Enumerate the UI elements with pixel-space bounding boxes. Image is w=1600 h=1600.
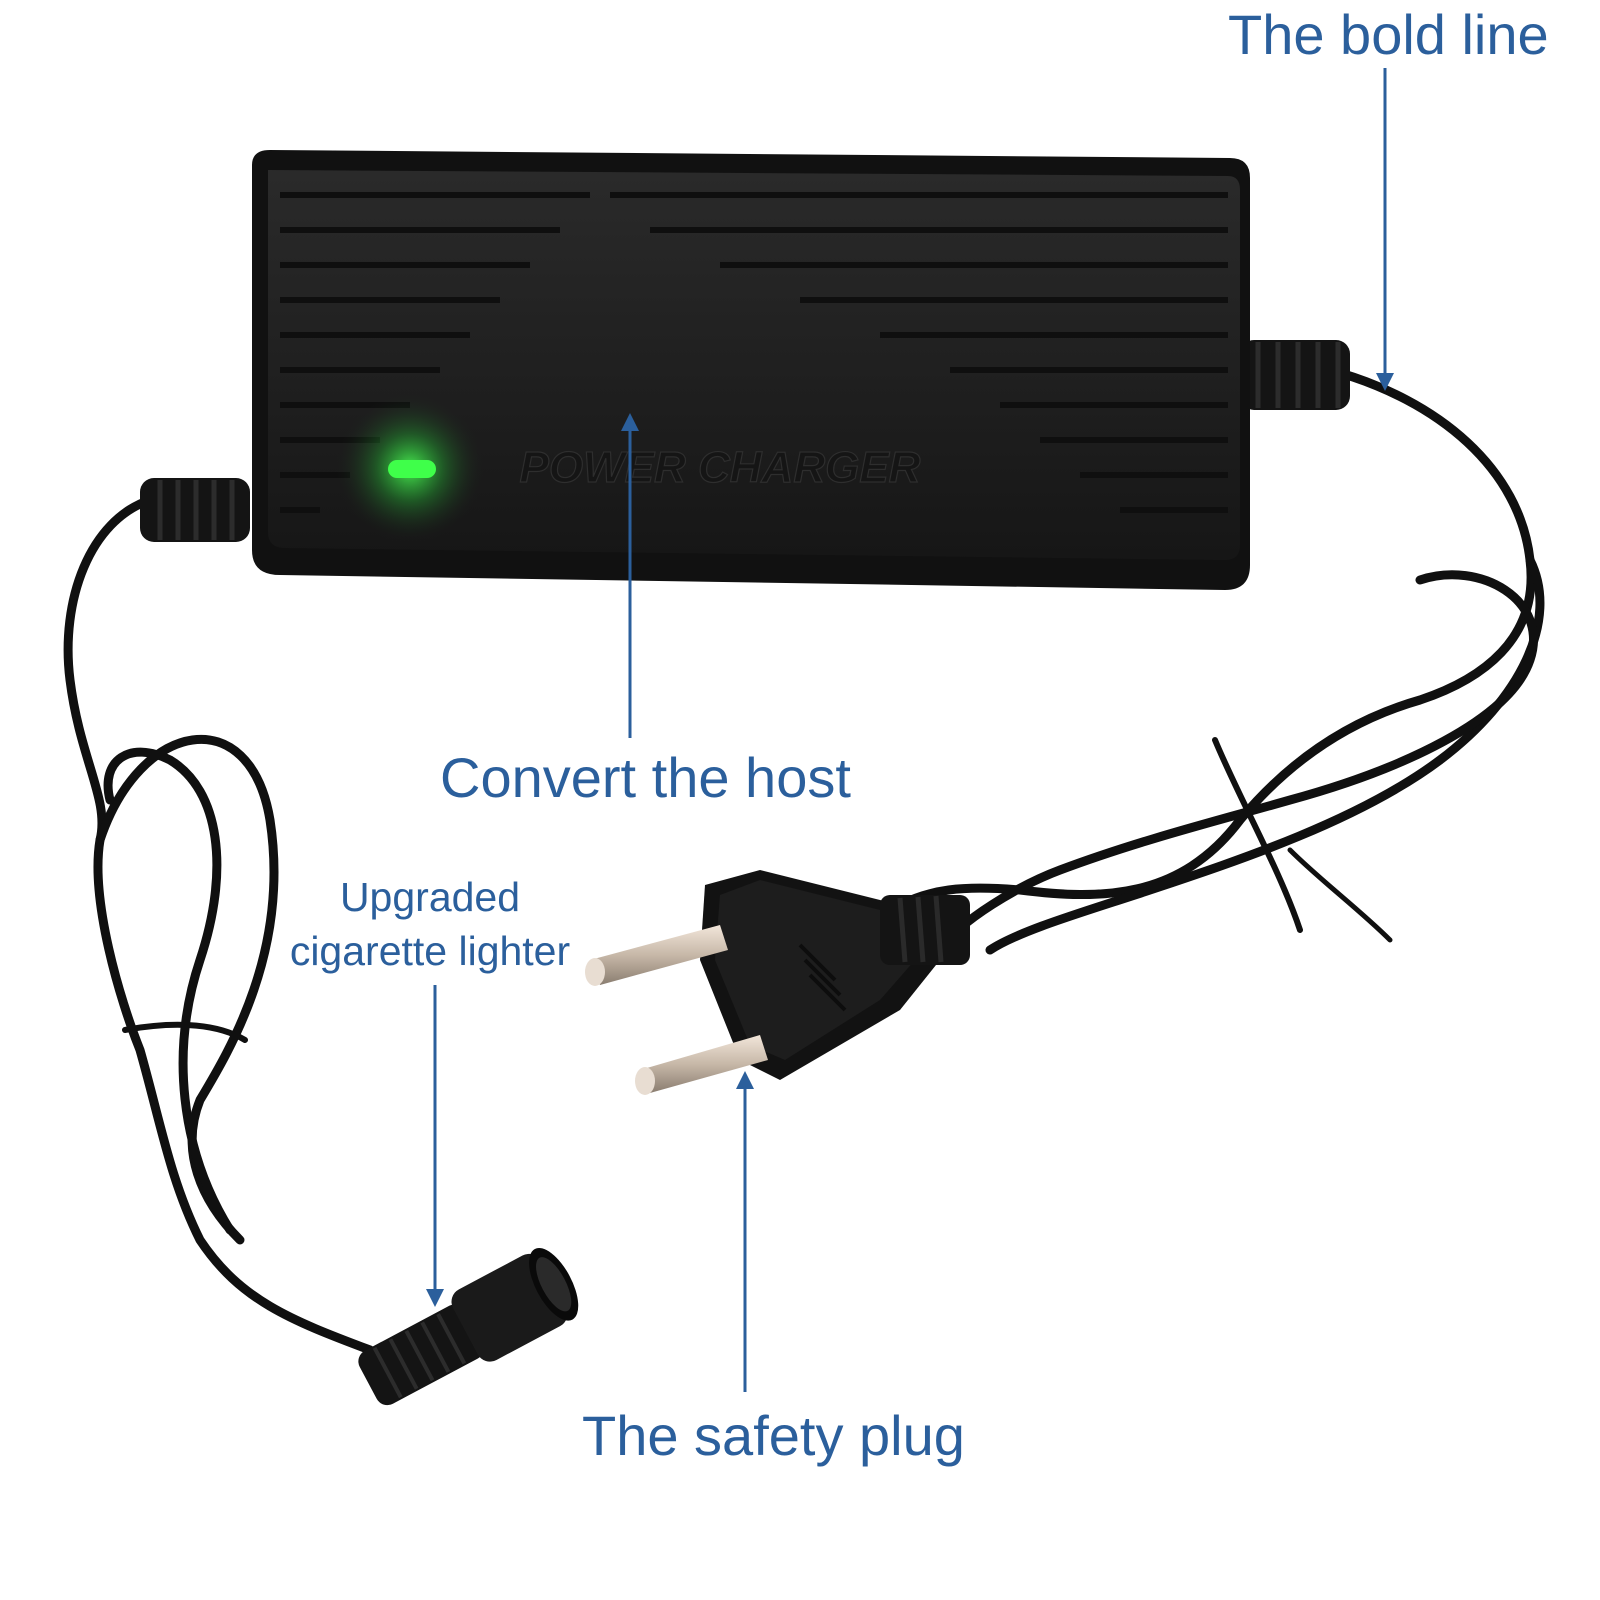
callout-cigarette-line1: Upgraded bbox=[339, 874, 521, 920]
embossed-label: POWER CHARGER bbox=[520, 443, 921, 492]
callout-cigarette-line2: cigarette lighter bbox=[289, 928, 571, 974]
plug-pin-bottom bbox=[635, 1035, 768, 1095]
strain-relief-right bbox=[1240, 340, 1350, 410]
strain-relief-left bbox=[140, 478, 250, 542]
callout-safety-plug: The safety plug bbox=[582, 1404, 965, 1467]
cigarette-socket-icon bbox=[358, 1247, 579, 1406]
charger-body-icon: POWER CHARGER bbox=[252, 150, 1250, 590]
ribbed-pattern bbox=[280, 192, 1228, 513]
plug-pin-top bbox=[585, 925, 728, 986]
callout-bold-line: The bold line bbox=[1228, 3, 1549, 66]
eu-plug-icon bbox=[585, 870, 970, 1095]
cable-icon bbox=[63, 365, 1545, 1355]
status-led-icon bbox=[388, 460, 436, 478]
callout-cigarette-lighter: Upgraded cigarette lighter bbox=[270, 870, 590, 978]
callout-convert-host: Convert the host bbox=[440, 746, 851, 809]
callout-arrows bbox=[426, 68, 1394, 1392]
